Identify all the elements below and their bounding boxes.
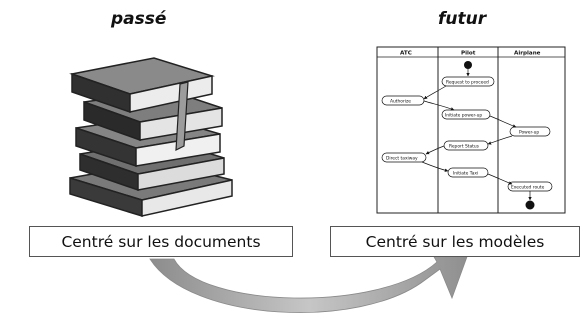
- node-power-up-label: Power-up: [519, 130, 539, 136]
- end-node: [525, 200, 535, 210]
- node-initiate-power-label: Initiate power-up: [445, 113, 482, 119]
- node-executed-route-label: Executed route: [511, 185, 545, 191]
- node-request-label: Request to proceed: [446, 80, 489, 86]
- node-direct-taxiway-label: Direct taxiway: [386, 156, 418, 162]
- models-centered-box: Centré sur les modèles: [330, 226, 580, 257]
- node-request-to-proceed: [441, 76, 495, 87]
- start-node: [464, 61, 472, 69]
- node-direct-taxiway: [381, 152, 427, 163]
- node-report-status-label: Report Status: [449, 144, 480, 150]
- documents-centered-box: Centré sur les documents: [29, 226, 293, 257]
- node-initiate-taxi: [447, 167, 489, 178]
- node-initiate-taxi-label: Initiate Taxi: [453, 171, 478, 177]
- books-stack-icon: [69, 57, 233, 218]
- arrow-body: [149, 249, 469, 313]
- past-heading: passé: [111, 9, 167, 29]
- node-initiate-power-up: [441, 109, 491, 120]
- future-heading: futur: [438, 9, 487, 29]
- node-report-status: [443, 140, 489, 151]
- uml-activity-diagram: ATC Pilot Airplane Request to proceed Au…: [376, 46, 566, 214]
- node-authorize-label: Authorize: [390, 99, 411, 105]
- lane-pilot-label: Pilot: [461, 51, 476, 57]
- node-authorize: [381, 95, 425, 106]
- lane-atc-label: ATC: [400, 51, 412, 57]
- lane-airplane-label: Airplane: [514, 51, 541, 57]
- node-power-up: [509, 126, 551, 137]
